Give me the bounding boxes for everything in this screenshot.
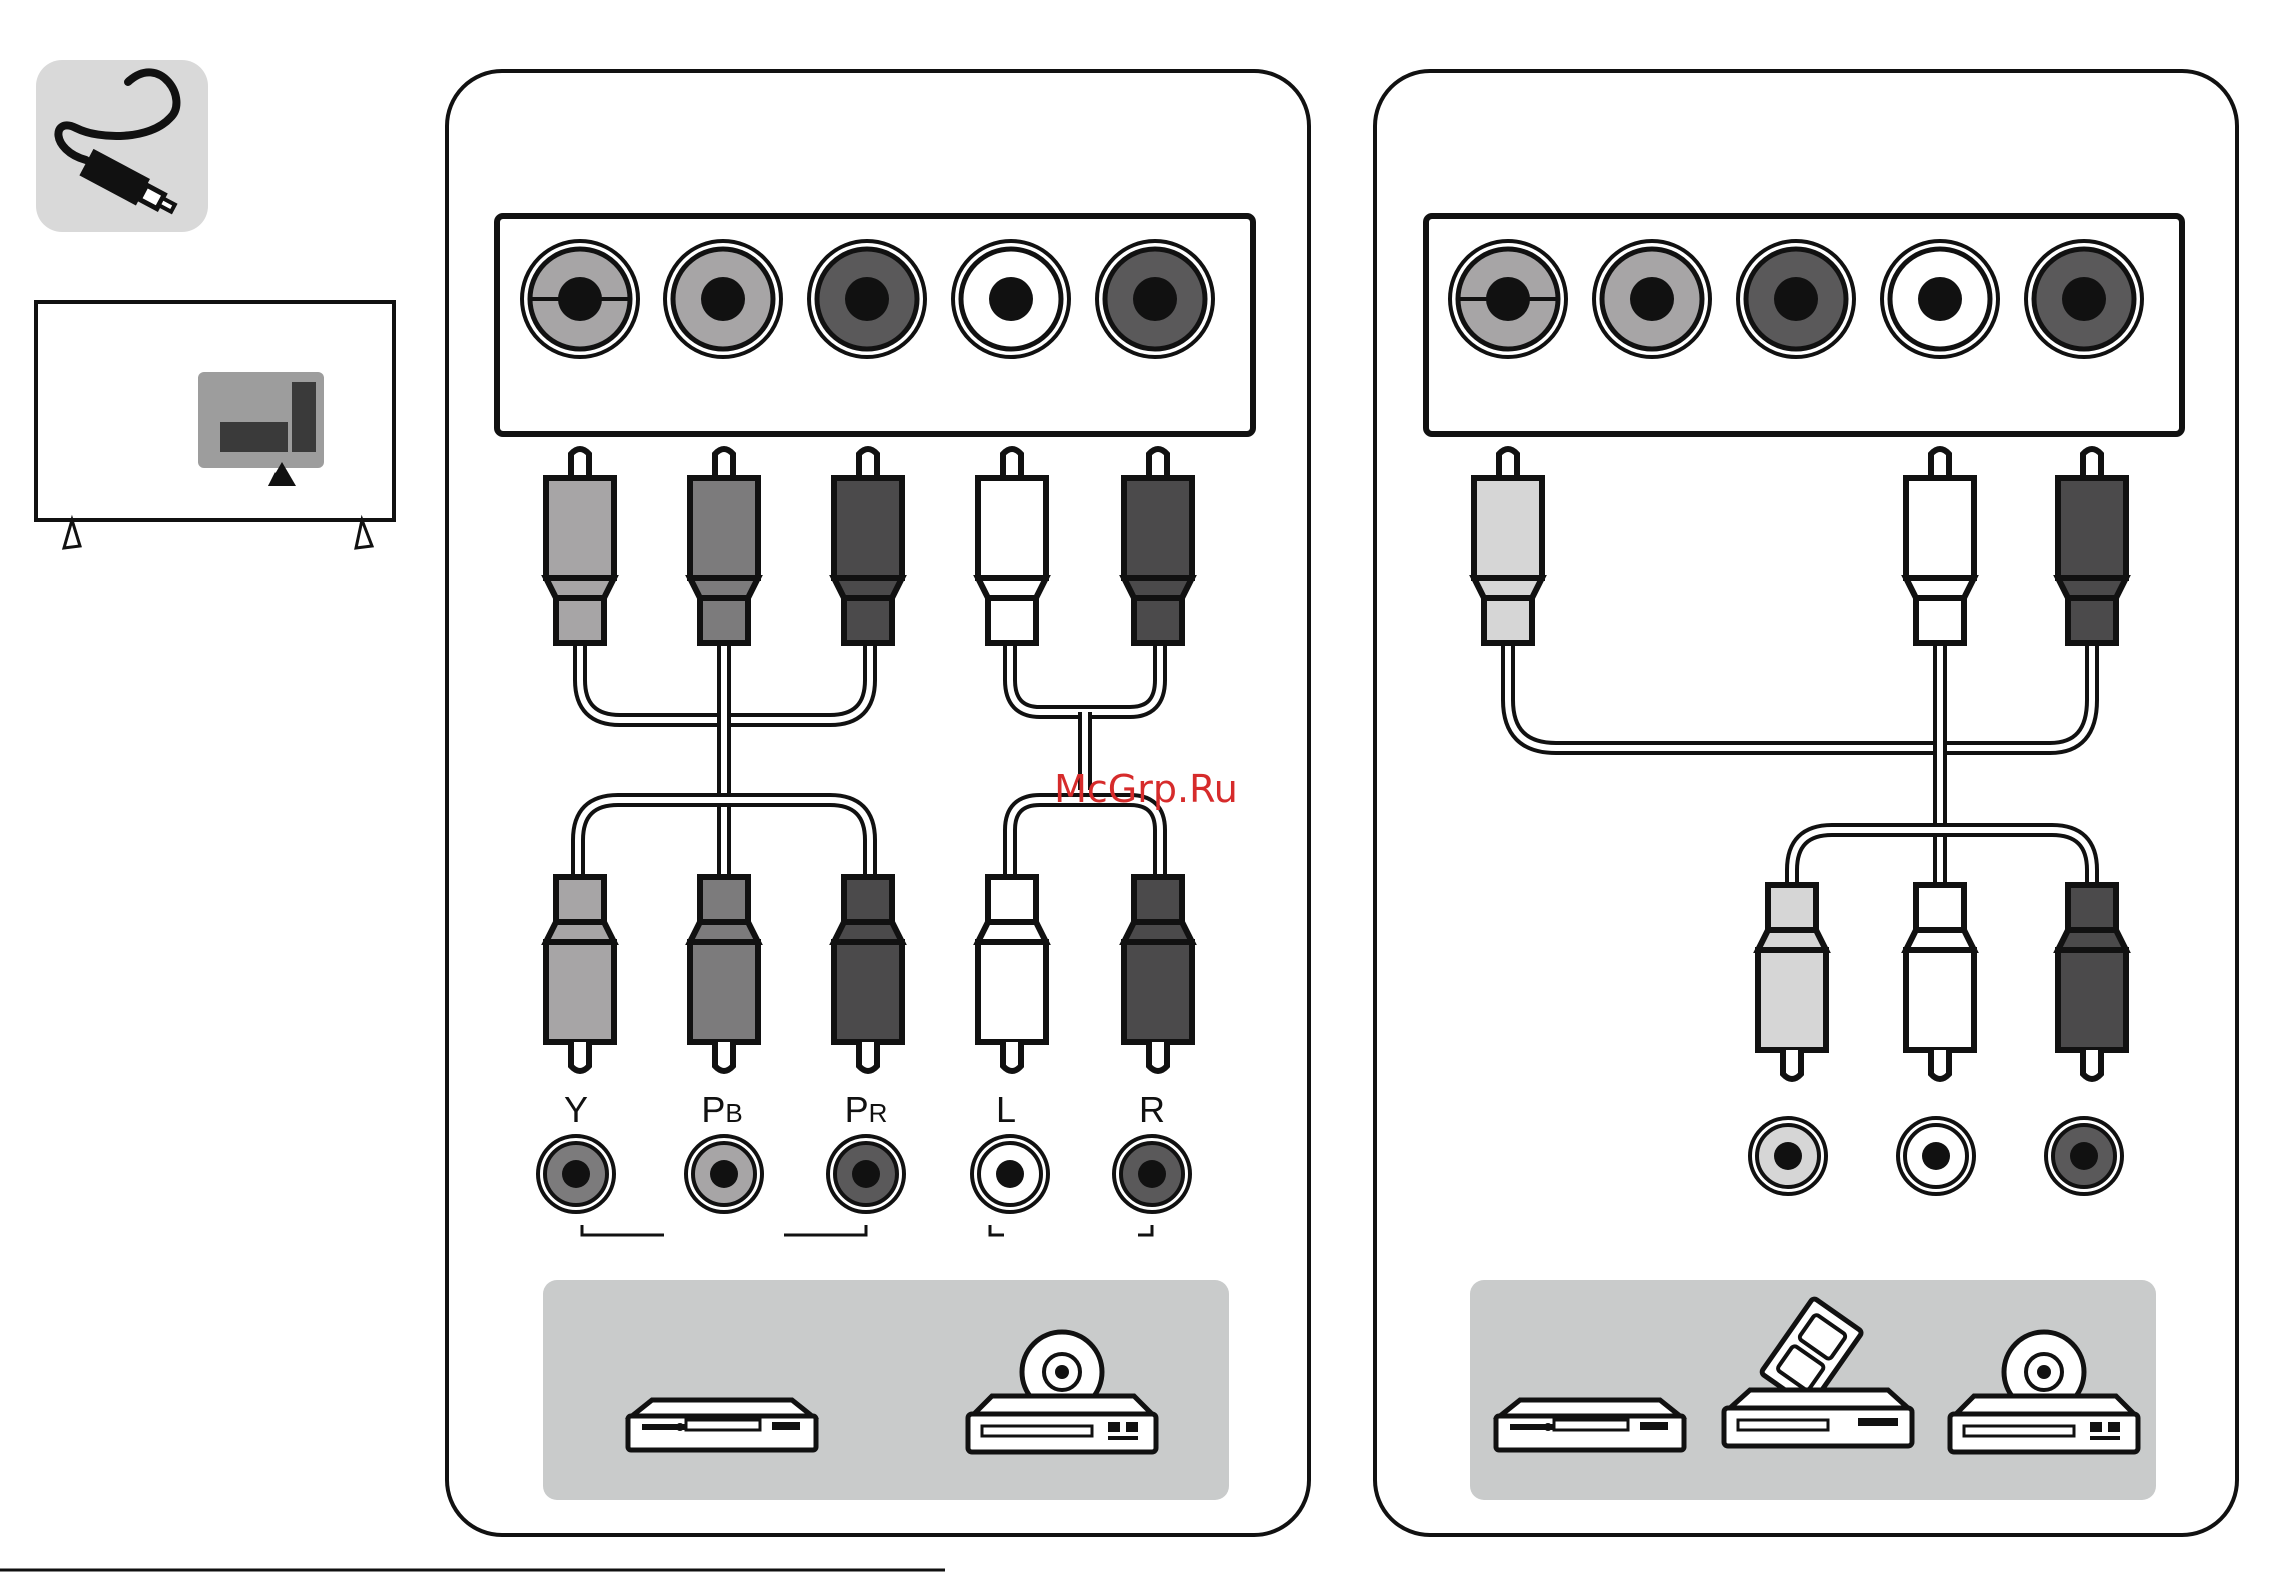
device-jack-video bbox=[1750, 1118, 1826, 1194]
plug-bottom-pb bbox=[690, 877, 758, 1071]
tv-jack-r bbox=[1097, 241, 1213, 357]
plug-top-pr bbox=[834, 449, 902, 643]
watermark-text: McGrp.Ru bbox=[1054, 767, 1238, 811]
tv-jack-pb bbox=[665, 241, 781, 357]
tv-jack-2 bbox=[1594, 241, 1710, 357]
device-tray bbox=[543, 1280, 1229, 1500]
dvd-player-icon bbox=[1496, 1400, 1684, 1450]
plug-bottom-audio-l bbox=[1906, 885, 1974, 1079]
plug-top-l bbox=[978, 449, 1046, 643]
plug-top-video bbox=[1474, 449, 1542, 643]
tv-jack-l bbox=[953, 241, 1069, 357]
plug-top-audio-l bbox=[1906, 449, 1974, 643]
label-y: Y bbox=[564, 1089, 588, 1130]
plug-top-r bbox=[1124, 449, 1192, 643]
label-l: L bbox=[996, 1089, 1016, 1130]
tv-jack-pr bbox=[809, 241, 925, 357]
composite-connection-panel bbox=[1375, 71, 2237, 1535]
device-jack-l bbox=[972, 1136, 1048, 1212]
plug-bottom-y bbox=[546, 877, 614, 1071]
device-jack-y bbox=[538, 1136, 614, 1212]
device-jack-pr bbox=[828, 1136, 904, 1212]
plug-bottom-pr bbox=[834, 877, 902, 1071]
dvd-player-icon bbox=[628, 1400, 816, 1450]
plug-top-pb bbox=[690, 449, 758, 643]
plug-bottom-audio-r bbox=[2058, 885, 2126, 1079]
plug-top-audio-r bbox=[2058, 449, 2126, 643]
tv-jack-3 bbox=[1738, 241, 1854, 357]
device-jack-r bbox=[1114, 1136, 1190, 1212]
tv-jack-audio-r bbox=[2026, 241, 2142, 357]
device-jack-pb bbox=[686, 1136, 762, 1212]
tv-jack-strip-right bbox=[1426, 216, 2182, 434]
tv-jack-strip bbox=[497, 216, 1253, 434]
plug-bottom-l bbox=[978, 877, 1046, 1071]
label-r: R bbox=[1139, 1089, 1165, 1130]
device-jack-audio-r bbox=[2046, 1118, 2122, 1194]
device-jack-audio-l bbox=[1898, 1118, 1974, 1194]
plug-top-y bbox=[546, 449, 614, 643]
tv-jack-audio-l bbox=[1882, 241, 1998, 357]
plug-bottom-video bbox=[1758, 885, 1826, 1079]
plug-bottom-r bbox=[1124, 877, 1192, 1071]
tv-rear-panel-icon bbox=[36, 302, 394, 548]
cable-icon bbox=[36, 60, 208, 232]
